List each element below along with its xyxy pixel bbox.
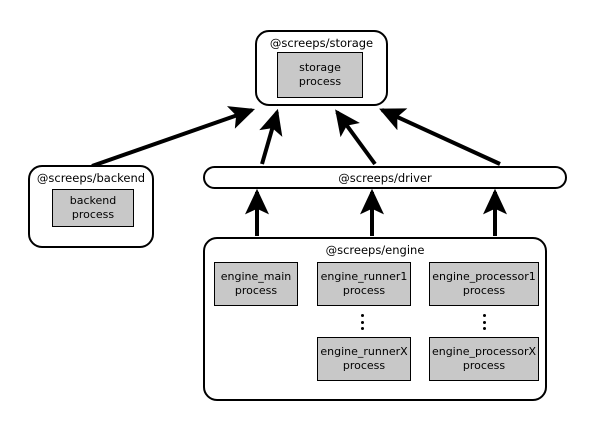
package-backend-label: @screeps/backend [36, 171, 146, 185]
runner-ellipsis-icon [361, 314, 364, 330]
process-engine-main[interactable]: engine_main process [214, 262, 298, 306]
process-engine-runnerx-line2: process [342, 359, 386, 372]
processor-ellipsis-icon [483, 314, 486, 330]
process-engine-runner1-line1: engine_runner1 [320, 270, 408, 283]
package-storage[interactable]: @screeps/storage storage process [255, 30, 388, 106]
process-engine-processor1-line2: process [462, 284, 506, 297]
process-engine-processor1-line1: engine_processor1 [432, 270, 536, 283]
process-engine-processorx[interactable]: engine_processorX process [429, 337, 539, 381]
package-storage-label: @screeps/storage [269, 36, 374, 50]
process-engine-runnerx[interactable]: engine_runnerX process [317, 337, 411, 381]
process-backend-line2: process [71, 208, 115, 221]
process-engine-processor1[interactable]: engine_processor1 process [429, 262, 539, 306]
process-engine-processorx-line1: engine_processorX [431, 345, 537, 358]
process-engine-runnerx-line1: engine_runnerX [320, 345, 408, 358]
edge-backend-to-storage [91, 106, 256, 168]
package-driver[interactable]: @screeps/driver [203, 166, 567, 189]
process-storage-line1: storage [299, 61, 341, 74]
process-engine-main-line1: engine_main [220, 270, 292, 283]
edge-driver-mid-to-storage [335, 109, 377, 166]
process-backend-line1: backend [69, 194, 117, 207]
process-engine-main-line2: process [234, 284, 278, 297]
package-driver-label: @screeps/driver [338, 170, 432, 185]
process-engine-runner1-line2: process [342, 284, 386, 297]
process-engine-runner1[interactable]: engine_runner1 process [317, 262, 411, 306]
edge-driver-right-to-storage [379, 108, 501, 166]
package-engine-label: @screeps/engine [325, 243, 425, 257]
process-backend[interactable]: backend process [52, 189, 134, 227]
package-engine[interactable]: @screeps/engine engine_main process engi… [203, 237, 547, 401]
process-storage-line2: process [298, 75, 342, 88]
package-backend[interactable]: @screeps/backend backend process [28, 165, 154, 248]
process-engine-processorx-line2: process [462, 359, 506, 372]
process-storage[interactable]: storage process [277, 52, 363, 98]
edge-driver-left-to-storage [259, 108, 283, 165]
